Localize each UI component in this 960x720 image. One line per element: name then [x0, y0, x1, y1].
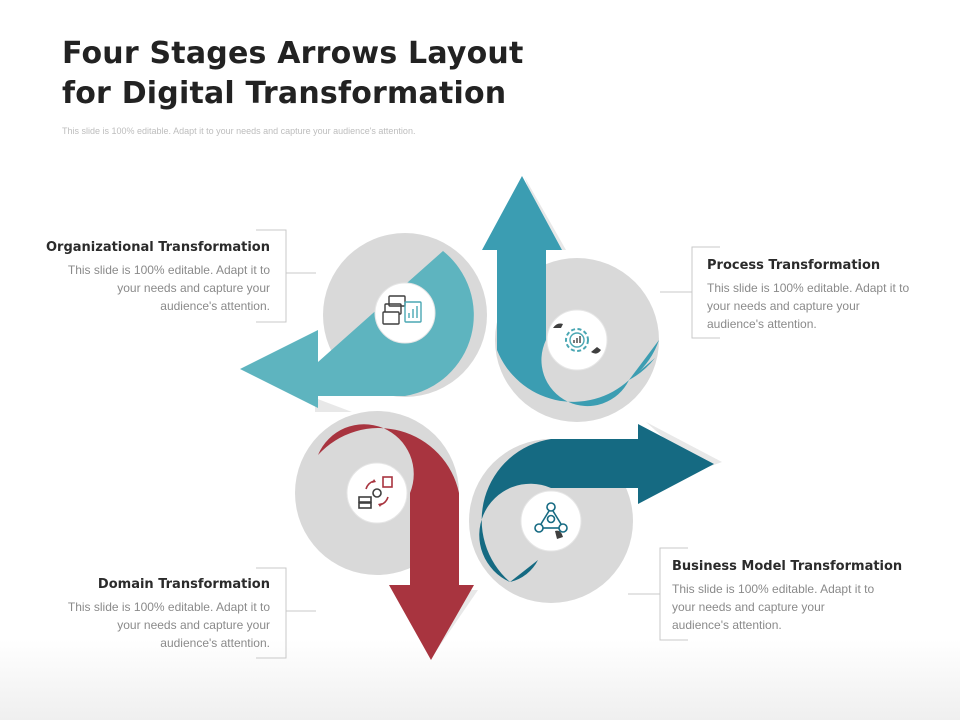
business-model-line-2: your needs and capture your — [672, 600, 825, 614]
cycle-servers-icon — [358, 476, 393, 509]
label-process: Process Transformation This slide is 100… — [707, 258, 937, 333]
network-hand-icon — [534, 502, 568, 539]
domain-icon-circle — [346, 462, 408, 524]
label-organizational: Organizational Transformation This slide… — [40, 240, 270, 315]
domain-arrow — [318, 424, 474, 660]
business-model-icon-circle — [520, 490, 582, 552]
organizational-line-3: audience's attention. — [160, 299, 270, 313]
process-disc-edge — [629, 358, 655, 380]
business-model-line-1: This slide is 100% editable. Adapt it to — [672, 582, 875, 596]
title-line-2: for Digital Transformation — [62, 76, 507, 111]
connector-lines — [256, 229, 720, 659]
connector-domain — [256, 567, 316, 659]
floor-gradient — [0, 640, 960, 720]
business-model-arrow — [479, 424, 714, 582]
stage-domain — [295, 411, 474, 660]
dashboard-chart-icon — [382, 295, 422, 325]
label-domain: Domain Transformation This slide is 100%… — [40, 577, 270, 652]
domain-line-2: your needs and capture your — [117, 618, 270, 632]
business-model-arrow-tail — [510, 560, 538, 582]
connector-process — [660, 246, 720, 339]
domain-line-1: This slide is 100% editable. Adapt it to — [67, 600, 270, 614]
process-line-1: This slide is 100% editable. Adapt it to — [707, 281, 910, 295]
business-model-description: This slide is 100% editable. Adapt it to… — [672, 580, 902, 634]
page-subtitle: This slide is 100% editable. Adapt it to… — [62, 126, 416, 136]
connector-business-model — [628, 547, 688, 641]
process-heading: Process Transformation — [707, 258, 881, 273]
process-arrow — [482, 176, 629, 407]
gear-chart-icon — [553, 323, 601, 354]
process-arrow-outer — [629, 340, 659, 380]
domain-description: This slide is 100% editable. Adapt it to… — [40, 598, 270, 652]
organizational-line-1: This slide is 100% editable. Adapt it to — [67, 263, 270, 277]
stage-business-model — [469, 424, 714, 603]
organizational-description: This slide is 100% editable. Adapt it to… — [40, 261, 270, 315]
page-title: Four Stages Arrows Layout for Digital Tr… — [62, 34, 582, 114]
title-line-1: Four Stages Arrows Layout — [62, 36, 524, 71]
business-model-heading: Business Model Transformation — [672, 559, 903, 574]
process-line-3: audience's attention. — [707, 317, 817, 331]
stage-process — [482, 176, 659, 422]
label-business-model: Business Model Transformation This slide… — [672, 559, 902, 634]
domain-heading: Domain Transformation — [97, 577, 270, 592]
organizational-line-2: your needs and capture your — [117, 281, 270, 295]
connector-organizational — [256, 229, 316, 323]
organizational-heading: Organizational Transformation — [46, 240, 270, 255]
process-description: This slide is 100% editable. Adapt it to… — [707, 279, 937, 333]
process-line-2: your needs and capture your — [707, 299, 860, 313]
arrow-shadows — [315, 178, 722, 660]
business-model-line-3: audience's attention. — [672, 618, 782, 632]
domain-line-3: audience's attention. — [160, 636, 270, 650]
stage-organizational — [240, 233, 487, 408]
